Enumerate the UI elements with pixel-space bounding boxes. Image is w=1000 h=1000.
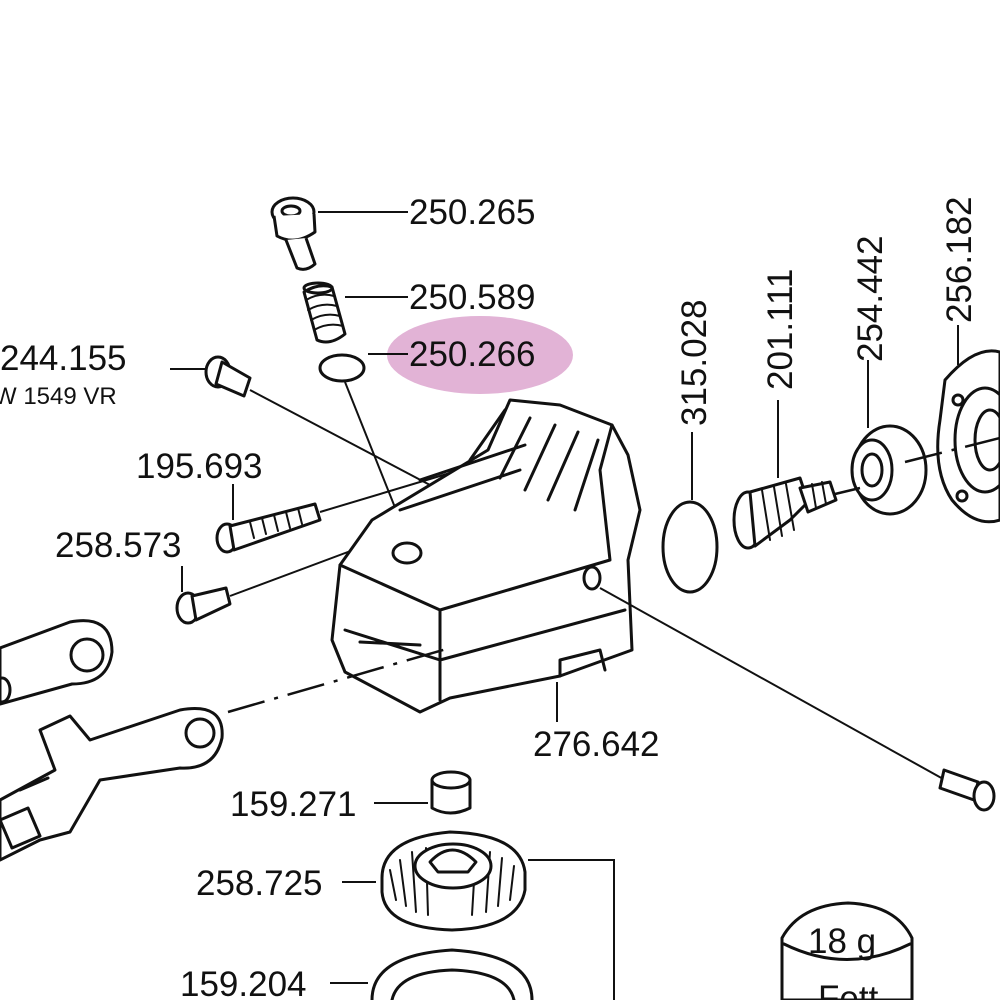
part-number-258-573: 258.573 bbox=[55, 526, 182, 565]
lever-icon[interactable] bbox=[0, 619, 224, 862]
part-number-315-028: 315.028 bbox=[675, 299, 714, 426]
part-number-250-266[interactable]: 250.266 bbox=[409, 335, 536, 374]
grease-tube-icon bbox=[780, 901, 914, 1000]
ball-bearing-icon[interactable] bbox=[850, 424, 928, 516]
part-number-244-155: 244.155 bbox=[0, 339, 127, 378]
part-number-276-642: 276.642 bbox=[533, 725, 660, 764]
spring-icon[interactable] bbox=[302, 281, 347, 344]
screw-icon[interactable] bbox=[938, 768, 996, 812]
part-number-159-271: 159.271 bbox=[230, 785, 357, 824]
sleeve-icon[interactable] bbox=[430, 770, 472, 815]
grease-sub-label: Fett bbox=[818, 979, 879, 1000]
cap-screw-icon[interactable] bbox=[270, 196, 317, 271]
ring-icon[interactable] bbox=[370, 948, 534, 1000]
sub-label: W 1549 VR bbox=[0, 383, 117, 410]
part-number-195-693: 195.693 bbox=[136, 447, 263, 486]
part-number-256-182: 256.182 bbox=[940, 196, 979, 323]
o-ring-small-icon[interactable] bbox=[318, 353, 366, 383]
part-number-254-442: 254.442 bbox=[851, 235, 890, 362]
highlight-ellipse bbox=[387, 316, 573, 394]
bevel-gear-icon[interactable] bbox=[380, 830, 527, 932]
part-number-258-725: 258.725 bbox=[196, 864, 323, 903]
grease-amount-label: 18 g bbox=[808, 922, 876, 961]
part-number-250-265: 250.265 bbox=[409, 193, 536, 232]
screw-icon[interactable] bbox=[175, 586, 232, 625]
flange-icon[interactable] bbox=[936, 349, 1000, 524]
long-screw-icon[interactable] bbox=[215, 502, 322, 554]
screw-icon[interactable] bbox=[204, 355, 252, 398]
part-number-159-204: 159.204 bbox=[180, 965, 307, 1000]
threaded-bushing-icon[interactable] bbox=[732, 476, 838, 550]
part-number-250-589: 250.589 bbox=[409, 278, 536, 317]
o-ring-icon[interactable] bbox=[661, 500, 719, 594]
part-number-201-111: 201.111 bbox=[761, 269, 800, 390]
gear-housing-icon[interactable] bbox=[330, 398, 642, 714]
